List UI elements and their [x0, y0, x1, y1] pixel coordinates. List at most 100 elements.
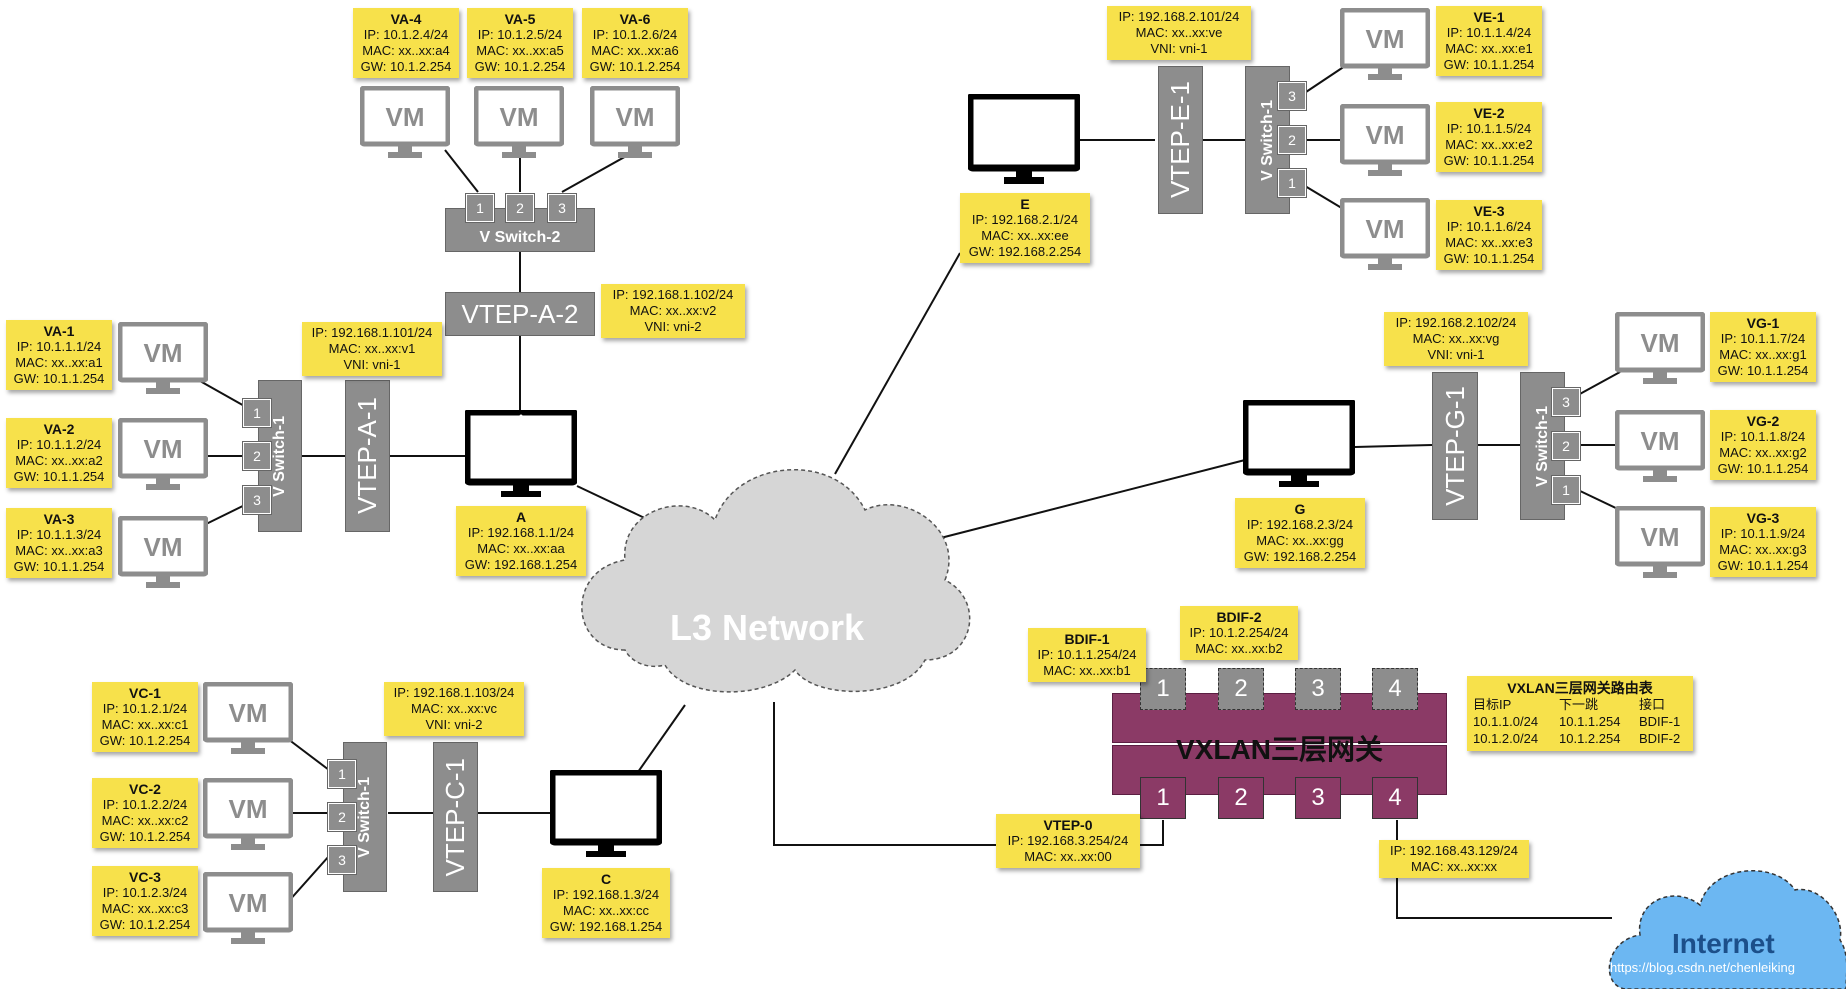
vswitch-e1-label: V Switch-1: [1258, 99, 1276, 181]
route-table-cell: 10.1.1.254: [1559, 714, 1621, 729]
vm-label: VM: [1366, 120, 1405, 150]
route-table-cell: 10.1.2.0/24: [1473, 731, 1539, 746]
route-table-header-iface: 接口: [1639, 697, 1666, 712]
host-g-monitor-icon[interactable]: [1241, 398, 1357, 495]
host-c-monitor-icon[interactable]: [548, 768, 664, 865]
vswitch-e1-port-2[interactable]: 2: [1277, 125, 1307, 155]
route-table-cell: BDIF-2: [1639, 731, 1681, 746]
vm-va6-monitor-icon[interactable]: VM: [589, 85, 681, 167]
host-e-monitor-icon[interactable]: [966, 92, 1082, 193]
vm-ve1-monitor-icon[interactable]: VM: [1339, 7, 1431, 89]
route-table-header-nexthop: 下一跳: [1559, 697, 1599, 712]
vm-vc3-monitor-icon[interactable]: VM: [202, 871, 294, 953]
route-table-header-dest: 目标IP: [1473, 697, 1512, 712]
vswitch-c1-port-2[interactable]: 2: [327, 802, 357, 832]
vtep-a1[interactable]: VTEP-A-1: [345, 380, 390, 532]
vswitch-c1-port-1[interactable]: 1: [327, 759, 357, 789]
vm-ve3-monitor-icon[interactable]: VM: [1339, 197, 1431, 279]
l3-network-cloud: [581, 469, 971, 693]
internet-label: Internet: [1672, 928, 1775, 959]
vtep-c1[interactable]: VTEP-C-1: [433, 742, 478, 892]
gateway-bdif-port-4[interactable]: 4: [1372, 668, 1418, 710]
vm-label: VM: [500, 102, 539, 132]
route-table-cell: 10.1.2.254: [1559, 731, 1621, 746]
vswitch-g1-port-2[interactable]: 2: [1551, 431, 1581, 461]
vswitch-a2-label: V Switch-2: [479, 229, 561, 246]
vm-vc1-monitor-icon[interactable]: VM: [202, 681, 294, 763]
vtep-g1[interactable]: VTEP-G-1: [1432, 372, 1478, 520]
route-table: VXLAN三层网关路由表 目标IP 下一跳 接口 10.1.1.0/24 10.…: [1467, 676, 1693, 751]
vm-label: VM: [1366, 24, 1405, 54]
internet-cloud: [1608, 869, 1846, 989]
vswitch-g1-label: V Switch-1: [1533, 405, 1551, 487]
gateway-bdif-port-3[interactable]: 3: [1295, 668, 1341, 710]
gateway-label: VXLAN三层网关: [1176, 734, 1383, 765]
vswitch-a1-port-3[interactable]: 3: [242, 485, 272, 515]
vswitch-a2-port-3[interactable]: 3: [547, 193, 577, 223]
vswitch-a1-port-2[interactable]: 2: [242, 441, 272, 471]
vm-label: VM: [144, 532, 183, 562]
host-a-monitor-icon[interactable]: [463, 408, 579, 505]
vswitch-e1-port-1[interactable]: 1: [1277, 168, 1307, 198]
vm-va2-monitor-icon[interactable]: VM: [117, 417, 209, 499]
vm-vg1-monitor-icon[interactable]: VM: [1614, 311, 1706, 393]
vtep-a2[interactable]: VTEP-A-2: [445, 292, 595, 336]
vm-va3-monitor-icon[interactable]: VM: [117, 515, 209, 597]
vswitch-a1-port-1[interactable]: 1: [242, 398, 272, 428]
vtep-e1-label: VTEP-E-1: [1165, 81, 1195, 199]
vm-label: VM: [1366, 214, 1405, 244]
vswitch-e1-port-3[interactable]: 3: [1277, 81, 1307, 111]
vm-vc2-monitor-icon[interactable]: VM: [202, 777, 294, 859]
gateway-bdif-port-2[interactable]: 2: [1218, 668, 1264, 710]
gateway-port-2[interactable]: 2: [1218, 777, 1264, 819]
vswitch-c1-label: V Switch-1: [356, 776, 373, 858]
vm-label: VM: [144, 338, 183, 368]
vtep-a1-label: VTEP-A-1: [352, 397, 382, 515]
vm-va1-monitor-icon[interactable]: VM: [117, 321, 209, 403]
vm-label: VM: [386, 102, 425, 132]
vswitch-g1-port-1[interactable]: 1: [1551, 475, 1581, 505]
vswitch-a2-port-1[interactable]: 1: [465, 193, 495, 223]
vm-vg3-monitor-icon[interactable]: VM: [1614, 505, 1706, 587]
route-table-cell: 10.1.1.0/24: [1473, 714, 1539, 729]
vswitch-a1-label: V Switch-1: [271, 415, 288, 497]
vtep-e1[interactable]: VTEP-E-1: [1158, 66, 1203, 214]
vswitch-g1-port-3[interactable]: 3: [1551, 387, 1581, 417]
vm-ve2-monitor-icon[interactable]: VM: [1339, 103, 1431, 185]
gateway-bdif-port-1[interactable]: 1: [1140, 668, 1186, 710]
gateway-port-1[interactable]: 1: [1140, 777, 1186, 819]
vm-va5-monitor-icon[interactable]: VM: [473, 85, 565, 167]
vm-label: VM: [1641, 426, 1680, 456]
vtep-g1-label: VTEP-G-1: [1439, 386, 1470, 506]
vm-label: VM: [144, 434, 183, 464]
watermark: https://blog.csdn.net/chenleiking: [1610, 960, 1796, 975]
gateway-port-4[interactable]: 4: [1372, 777, 1418, 819]
vswitch-c1-port-3[interactable]: 3: [327, 845, 357, 875]
gateway-port-3[interactable]: 3: [1295, 777, 1341, 819]
vm-vg2-monitor-icon[interactable]: VM: [1614, 409, 1706, 491]
vswitch-a2-port-2[interactable]: 2: [505, 193, 535, 223]
vm-va4-monitor-icon[interactable]: VM: [359, 85, 451, 167]
